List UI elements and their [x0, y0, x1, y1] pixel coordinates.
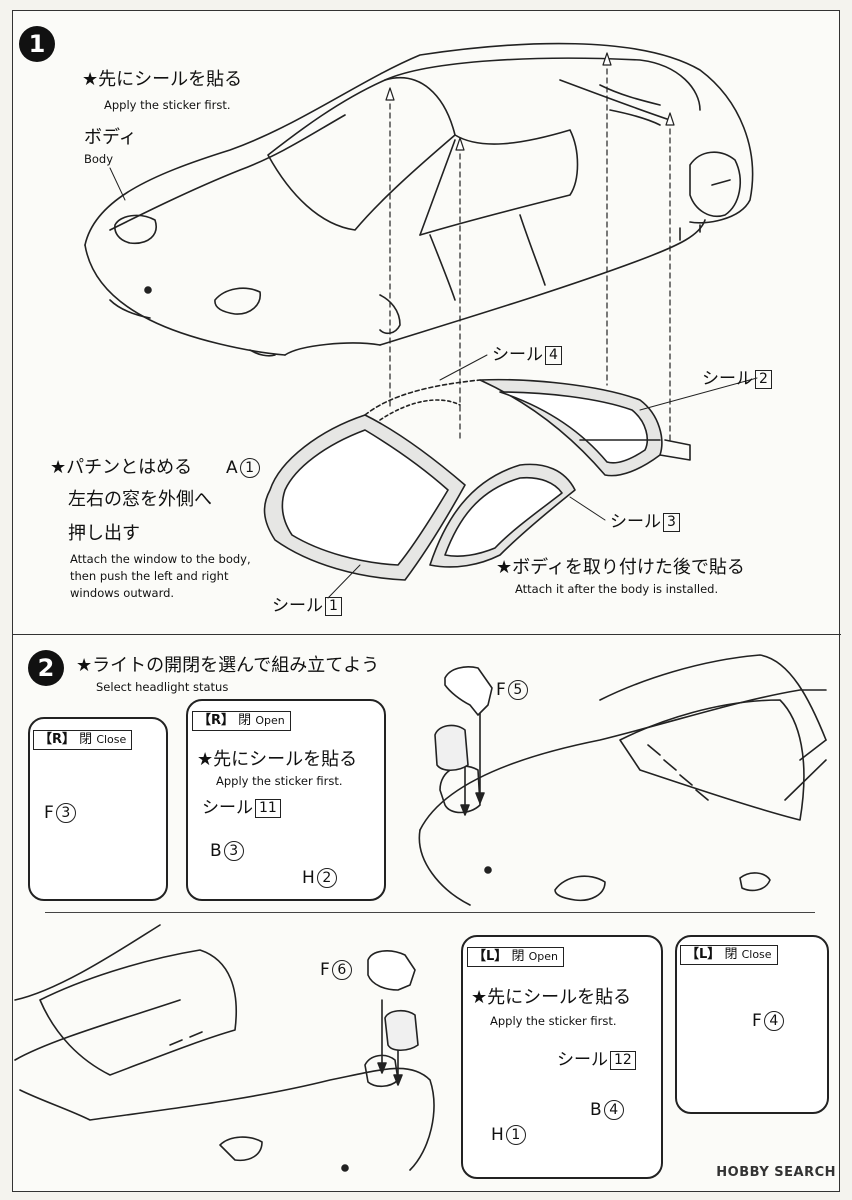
push-windows-en-1: Attach the window to the body, — [70, 552, 251, 566]
sticker-first-english: Apply the sticker first. — [104, 98, 231, 112]
state-en: Open — [255, 714, 285, 727]
hood-left-drawing — [14, 924, 435, 1172]
sticker-first-instruction: ★先にシールを貼る — [82, 69, 243, 90]
seal-label-text: シール — [557, 1050, 608, 1070]
headlight-left-right-divider — [45, 912, 815, 913]
state-jp: 閉 — [79, 732, 93, 747]
part-number: 3 — [223, 841, 244, 861]
seal-number: 3 — [663, 512, 680, 532]
state-jp: 閉 — [238, 713, 252, 728]
l-close-tag: 【L】 閉 Close — [680, 945, 778, 965]
seal-number: 12 — [610, 1050, 636, 1070]
part-letter: H — [491, 1125, 504, 1145]
part-letter: B — [210, 841, 222, 861]
select-headlight-jp: ★ライトの開閉を選んで組み立てよう — [76, 655, 380, 676]
l-open-sticker-jp: ★先にシールを貼る — [471, 987, 632, 1008]
seal-label-text: シール — [202, 798, 253, 818]
push-windows-jp-1: 左右の窓を外側へ — [68, 489, 212, 510]
state-jp: 閉 — [724, 947, 738, 962]
push-windows-jp-2: 押し出す — [68, 523, 140, 544]
seal-label-text: シール — [492, 345, 543, 365]
part-letter: B — [590, 1100, 602, 1120]
watermark: HOBBY SEARCH — [716, 1165, 836, 1180]
hood-right-drawing — [418, 654, 827, 906]
part-letter: A — [226, 458, 238, 478]
part-letter: F — [752, 1011, 762, 1031]
part-letter: F — [44, 803, 54, 823]
part-letter: F — [496, 680, 506, 700]
part-number: 1 — [239, 458, 260, 478]
part-number: 3 — [55, 803, 76, 823]
car-body-drawing — [84, 42, 754, 357]
push-windows-en-3: windows outward. — [70, 586, 175, 600]
side-label: 【L】 — [473, 949, 508, 964]
r-open-sticker-jp: ★先にシールを貼る — [197, 749, 358, 770]
r-open-panel — [186, 699, 386, 901]
l-open-sticker-en: Apply the sticker first. — [490, 1014, 617, 1028]
seal-number: 11 — [255, 798, 281, 818]
window-parts-drawing — [263, 378, 691, 581]
seal-number: 2 — [755, 369, 772, 389]
snap-instruction: ★パチンとはめる — [50, 457, 193, 478]
part-number: 6 — [331, 960, 352, 980]
state-jp: 閉 — [511, 949, 525, 964]
part-number: 1 — [505, 1125, 526, 1145]
seal-label-text: シール — [702, 369, 753, 389]
state-en: Open — [528, 950, 558, 963]
side-label: 【L】 — [686, 947, 721, 962]
body-label-jp: ボディ — [84, 127, 137, 148]
body-label-en: Body — [84, 152, 114, 166]
side-label: 【R】 — [39, 732, 76, 747]
state-en: Close — [741, 948, 772, 961]
step-2-number: 2 — [28, 650, 64, 686]
seal-number: 1 — [325, 596, 342, 616]
select-headlight-en: Select headlight status — [96, 680, 229, 694]
seal-label-text: シール — [272, 596, 323, 616]
part-letter: H — [302, 868, 315, 888]
part-number: 2 — [316, 868, 337, 888]
seal-label-text: シール — [610, 512, 661, 532]
part-number: 5 — [507, 680, 528, 700]
part-number: 4 — [763, 1011, 784, 1031]
part-number: 4 — [603, 1100, 624, 1120]
side-label: 【R】 — [198, 713, 235, 728]
seal-number: 4 — [545, 345, 562, 365]
r-close-tag: 【R】 閉 Close — [33, 730, 133, 750]
l-open-tag: 【L】 閉 Open — [467, 947, 564, 967]
after-body-english: Attach it after the body is installed. — [515, 582, 719, 596]
state-en: Close — [96, 733, 127, 746]
step-divider — [12, 634, 841, 635]
l-open-panel — [461, 935, 663, 1179]
part-letter: F — [320, 960, 330, 980]
r-open-tag: 【R】 閉 Open — [192, 711, 291, 731]
r-open-sticker-en: Apply the sticker first. — [216, 774, 343, 788]
step-1-number: 1 — [19, 26, 55, 62]
after-body-instruction: ★ボディを取り付けた後で貼る — [496, 557, 745, 578]
push-windows-en-2: then push the left and right — [70, 569, 229, 583]
